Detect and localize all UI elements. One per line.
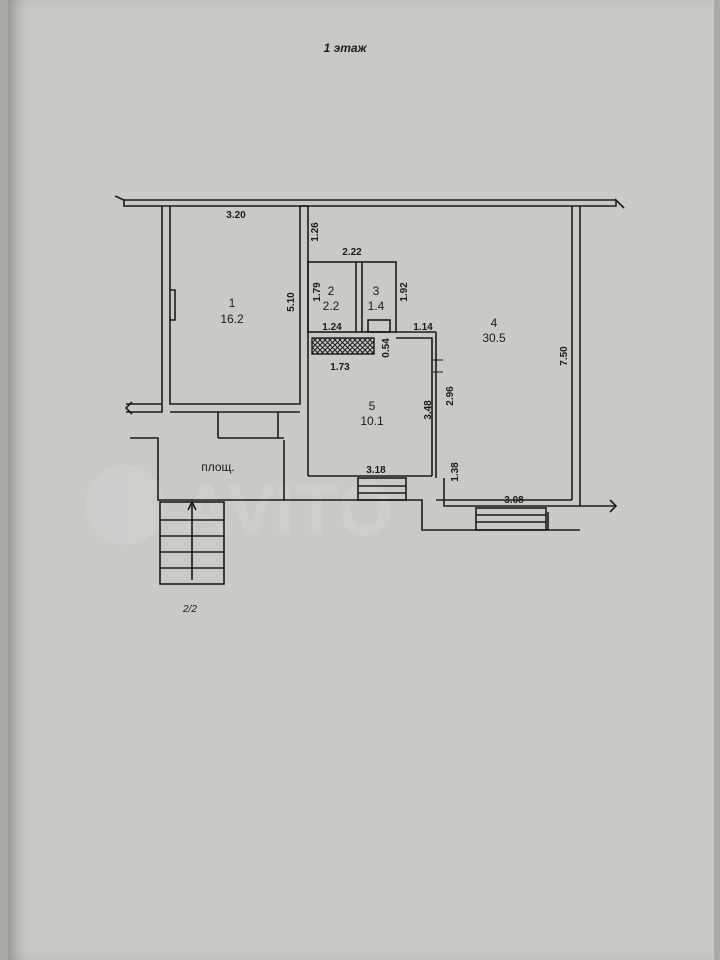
dimension-ticks: [433, 359, 443, 373]
room-1-area: 16.2: [220, 312, 244, 326]
room-2-area: 2.2: [323, 299, 340, 313]
dim-0-54: 0.54: [381, 338, 392, 358]
dim-3-08: 3.08: [504, 495, 524, 506]
dim-1-73: 1.73: [330, 362, 350, 373]
break-mark-left: [124, 401, 133, 415]
left-wall-room1: [126, 206, 163, 413]
room-1-number: 1: [229, 296, 236, 310]
wc-block-outline: [307, 261, 397, 333]
room1-niche: [170, 289, 176, 321]
room-4-area: 30.5: [482, 331, 506, 345]
room-5-number: 5: [369, 399, 376, 413]
watermark-logo-mark: AVITO: [180, 471, 393, 551]
watermark-logo-circle: [85, 465, 165, 545]
dim-1-38: 1.38: [450, 462, 461, 482]
dim-1-24: 1.24: [322, 322, 342, 333]
steps-room5: [357, 477, 407, 501]
room-2-number: 2: [328, 284, 335, 298]
room-5-area: 10.1: [360, 414, 384, 428]
landing-outline: [130, 437, 285, 501]
dim-5-10: 5.10: [286, 292, 297, 312]
room-3-area: 1.4: [368, 299, 385, 313]
room5-right-wall: [396, 337, 433, 476]
floor-plan-drawing: AVITO: [85, 41, 625, 615]
steps-room4: [475, 507, 547, 531]
dim-3-18: 3.18: [366, 465, 386, 476]
dim-1-79: 1.79: [312, 282, 323, 302]
ventilation-duct-hatch: [311, 337, 375, 355]
break-mark-right: [609, 499, 618, 513]
top-wall: [114, 195, 625, 209]
watermark: AVITO: [85, 465, 393, 551]
stair-arrow-head: [187, 500, 197, 511]
wc-fixture: [367, 319, 391, 333]
room-4-number: 4: [491, 316, 498, 330]
room4-bottom-outer: [443, 478, 580, 507]
dim-3-48: 3.48: [423, 400, 434, 420]
dim-2-22: 2.22: [342, 247, 362, 258]
walls: [114, 195, 625, 585]
dim-1-92: 1.92: [399, 282, 410, 302]
sheet-number: 2/2: [182, 604, 197, 615]
floor-title: 1 этаж: [324, 41, 368, 55]
dim-7-50: 7.50: [559, 346, 570, 366]
room-3-number: 3: [373, 284, 380, 298]
plan-sheet: AVITO: [8, 0, 714, 960]
dim-1-26: 1.26: [310, 222, 321, 242]
landing-label: площ.: [201, 460, 235, 474]
room1-inner-wall: [169, 206, 301, 405]
dim-2-96: 2.96: [445, 386, 456, 406]
room4-right-outer: [579, 206, 616, 507]
dim-3-20: 3.20: [226, 210, 246, 221]
dim-1-14: 1.14: [413, 322, 433, 333]
